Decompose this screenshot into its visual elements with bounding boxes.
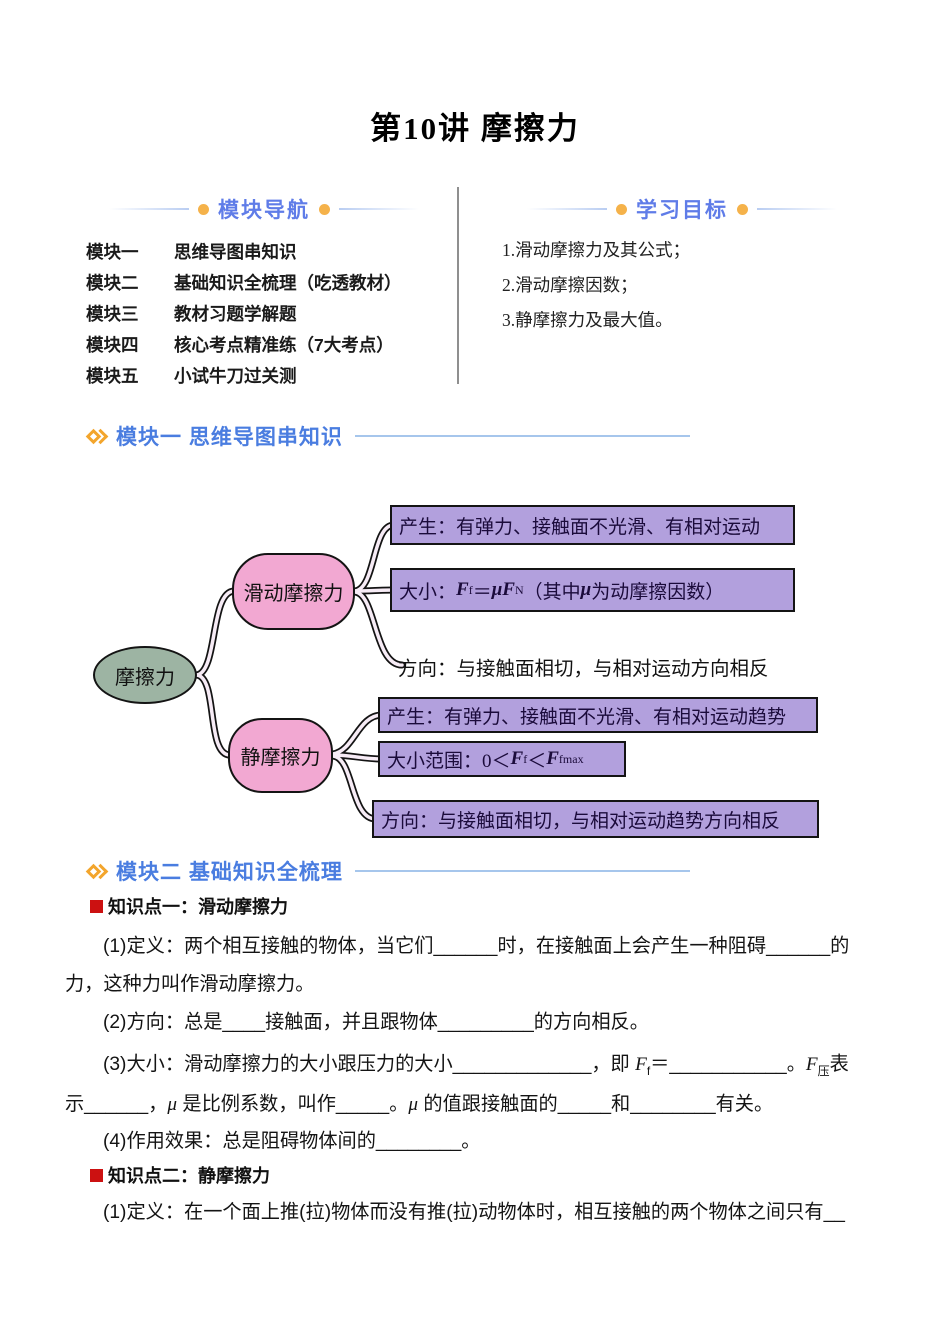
kp1-line6: (4)作用效果：总是阻碍物体间的________。 (103, 1131, 481, 1152)
learning-objectives-title: 学习目标 (636, 199, 728, 222)
kp1-line1: (1)定义：两个相互接触的物体，当它们______时，在接触面上会产生一种阻碍_… (103, 936, 850, 957)
nav-item-label: 模块二 (86, 273, 139, 293)
column-divider (457, 187, 459, 384)
bullet-dot-icon (319, 203, 330, 215)
objective-item: 1.滑动摩擦力及其公式； (502, 240, 691, 260)
nav-item-module3: 模块三 教材习题学解题 (86, 299, 450, 330)
decor-line (339, 208, 419, 210)
square-bullet-icon (90, 1168, 103, 1182)
sliding-produce-box: 产生：有弹力、接触面不光滑、有相对运动 (390, 505, 795, 545)
nav-item-label: 模块五 (86, 366, 139, 386)
nav-item-module4: 模块四 核心考点精准练（7大考点） (86, 330, 450, 361)
nav-item-text: 基础知识全梳理（吃透教材） (174, 273, 402, 293)
nav-item-text: 思维导图串知识 (174, 242, 297, 262)
section-title: 模块二 基础知识全梳理 (116, 861, 343, 884)
sliding-direction-text: 方向：与接触面相切，与相对运动方向相反 (398, 659, 769, 680)
nav-item-label: 模块四 (86, 335, 139, 355)
mindmap-root-node: 摩擦力 (93, 646, 197, 704)
nav-item-module1: 模块一 思维导图串知识 (86, 237, 450, 268)
bullet-dot-icon (737, 203, 748, 215)
knowledge-point2-title: 知识点二：静摩擦力 (108, 1166, 270, 1186)
bullet-dot-icon (198, 203, 209, 215)
decor-line (757, 208, 837, 210)
decor-line (354, 435, 690, 437)
decor-line (109, 208, 189, 210)
mindmap-static-friction-node: 静摩擦力 (228, 718, 333, 793)
knowledge-point1-heading: 知识点一：滑动摩擦力 (90, 893, 288, 919)
square-bullet-icon (90, 899, 103, 913)
nav-item-text: 核心考点精准练（7大考点） (174, 335, 394, 355)
decor-line (527, 208, 607, 210)
kp1-line4: (3)大小：滑动摩擦力的大小跟压力的大小_____________，即 Ff＝_… (103, 1054, 849, 1078)
learning-objectives-panel: 学习目标 1.滑动摩擦力及其公式； 2.滑动摩擦因数； 3.静摩擦力及最大值。 (482, 194, 882, 338)
decor-line (354, 870, 690, 872)
module-navigation-header: 模块导航 (78, 194, 450, 224)
nav-item-text: 教材习题学解题 (174, 304, 297, 324)
learning-objectives-header: 学习目标 (482, 194, 882, 224)
nav-item-label: 模块一 (86, 242, 139, 262)
objective-item: 3.静摩擦力及最大值。 (502, 310, 673, 330)
section-title: 模块一 思维导图串知识 (116, 426, 343, 449)
module-navigation-title: 模块导航 (218, 199, 310, 222)
section-heading-module1: 模块一 思维导图串知识 (85, 421, 690, 451)
kp1-line2: 力，这种力叫作滑动摩擦力。 (65, 974, 315, 995)
static-direction-box: 方向：与接触面相切，与相对运动趋势方向相反 (372, 800, 819, 838)
nav-item-module5: 模块五 小试牛刀过关测 (86, 361, 450, 392)
page-title: 第10讲 摩擦力 (370, 111, 580, 146)
bullet-dot-icon (616, 203, 627, 215)
section-heading-module2: 模块二 基础知识全梳理 (85, 856, 690, 886)
static-produce-box: 产生：有弹力、接触面不光滑、有相对运动趋势 (378, 697, 818, 733)
nav-item-text: 小试牛刀过关测 (174, 366, 297, 386)
module-navigation-list: 模块一 思维导图串知识 模块二 基础知识全梳理（吃透教材） 模块三 教材习题学解… (78, 237, 450, 392)
kp1-line5: 示______，μ 是比例系数，叫作_____。μ 的值跟接触面的_____和_… (65, 1094, 774, 1115)
nav-item-module2: 模块二 基础知识全梳理（吃透教材） (86, 268, 450, 299)
module-navigation-panel: 模块导航 模块一 思维导图串知识 模块二 基础知识全梳理（吃透教材） 模块三 教… (78, 194, 450, 392)
knowledge-point1-title: 知识点一：滑动摩擦力 (108, 897, 288, 917)
knowledge-point2-heading: 知识点二：静摩擦力 (90, 1162, 270, 1188)
nav-item-label: 模块三 (86, 304, 139, 324)
mindmap-connectors (193, 521, 406, 823)
mindmap-sliding-friction-node: 滑动摩擦力 (232, 553, 355, 630)
kp1-line3: (2)方向：总是____接触面，并且跟物体_________的方向相反。 (103, 1012, 649, 1033)
learning-objectives-list: 1.滑动摩擦力及其公式； 2.滑动摩擦因数； 3.静摩擦力及最大值。 (482, 233, 882, 338)
objective-item: 2.滑动摩擦因数； (502, 275, 638, 295)
kp2-line1: (1)定义：在一个面上推(拉)物体而没有推(拉)动物体时，相互接触的两个物体之间… (103, 1202, 845, 1223)
